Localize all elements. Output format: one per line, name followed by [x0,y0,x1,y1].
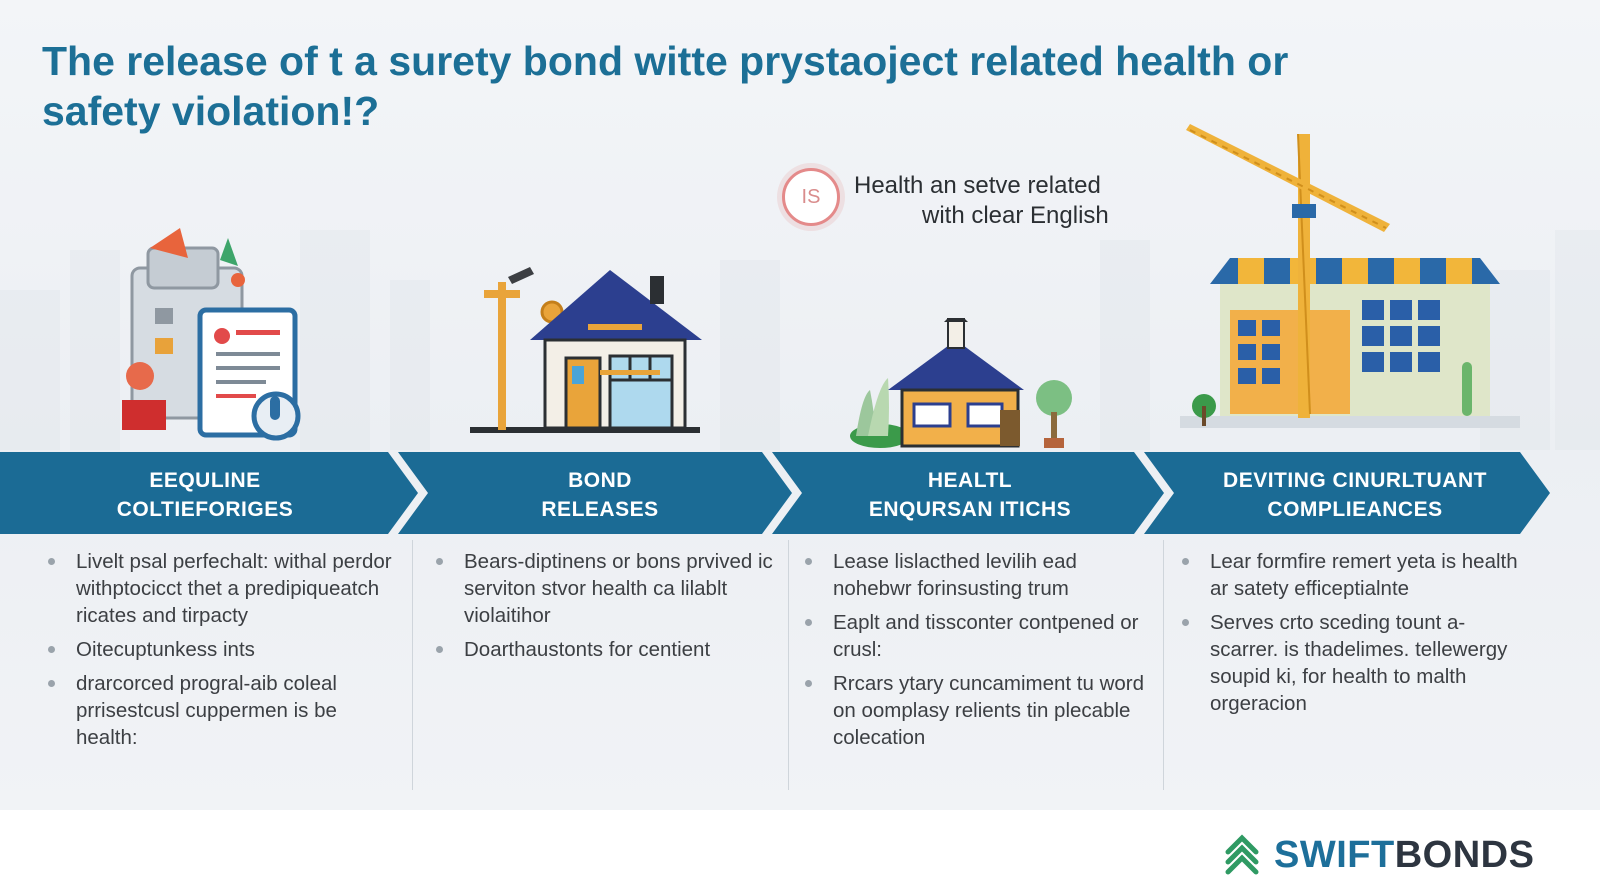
callout-line-1: Health an setve related [854,172,1101,199]
logo-word-bonds: BONDS [1394,834,1535,876]
list-item: Lear formfire remert yeta is health ar s… [1182,548,1522,602]
list-item: Lease lislacthed levilih ead nohebwr for… [805,548,1145,602]
step-chevron-2 [398,452,792,534]
swiftbonds-logo: SWIFTBONDS [1218,830,1558,880]
column-divider [1163,540,1164,790]
document-checklist-illustration [122,228,301,441]
list-item: Serves crto sceding tount a-scarrer. is … [1182,609,1522,717]
callout-line-2: with clear English [922,202,1109,229]
step-chevron-1 [0,452,418,534]
callout-badge: IS [782,168,840,226]
list-item: Eaplt and tissconter contpened or crusl: [805,609,1145,663]
step-3-bullets: Lease lislacthed levilih ead nohebwr for… [805,548,1145,758]
step-4-label: DEVITING CINURLTUANT COMPLIEANCES [1223,469,1487,521]
step-chevron-4 [1144,452,1550,534]
process-band [0,452,1550,534]
callout: IS Health an setve related with clear En… [782,168,1162,238]
house-construction-illustration [470,267,702,433]
step-chevron-3 [772,452,1164,534]
step-4-bullets: Lear formfire remert yeta is health ar s… [1182,548,1522,724]
list-item: drarcorced progral-aib coleal prrisestcu… [48,670,398,751]
step-2-bullets: Bears-diptinens or bons prvived ic servi… [436,548,776,670]
step-1-label: EEQULINE COLTIEFORIGES [116,469,294,521]
building-crane-illustration [1180,124,1520,428]
step-3-label: HEALTL ENQURSAN ITICHS [868,469,1072,521]
list-item: Livelt psal perfechalt: withal perdor wi… [48,548,398,629]
logo-mark-icon [1225,834,1259,875]
list-item: Doarthaustonts for centient [436,636,776,663]
list-item: Oitecuptunkess ints [48,636,398,663]
step-2-label: BOND RELEASES [541,469,659,521]
page-title: The release of t a surety bond witte pry… [42,38,1289,134]
footer [0,810,1600,896]
step-1-bullets: Livelt psal perfechalt: withal perdor wi… [48,548,398,758]
home-illustration [850,318,1072,448]
list-item: Rrcars ytary cuncamiment tu word on oomp… [805,670,1145,751]
logo-word-swift: SWIFT [1274,834,1395,876]
column-divider [412,540,413,790]
list-item: Bears-diptinens or bons prvived ic servi… [436,548,776,629]
column-divider [788,540,789,790]
